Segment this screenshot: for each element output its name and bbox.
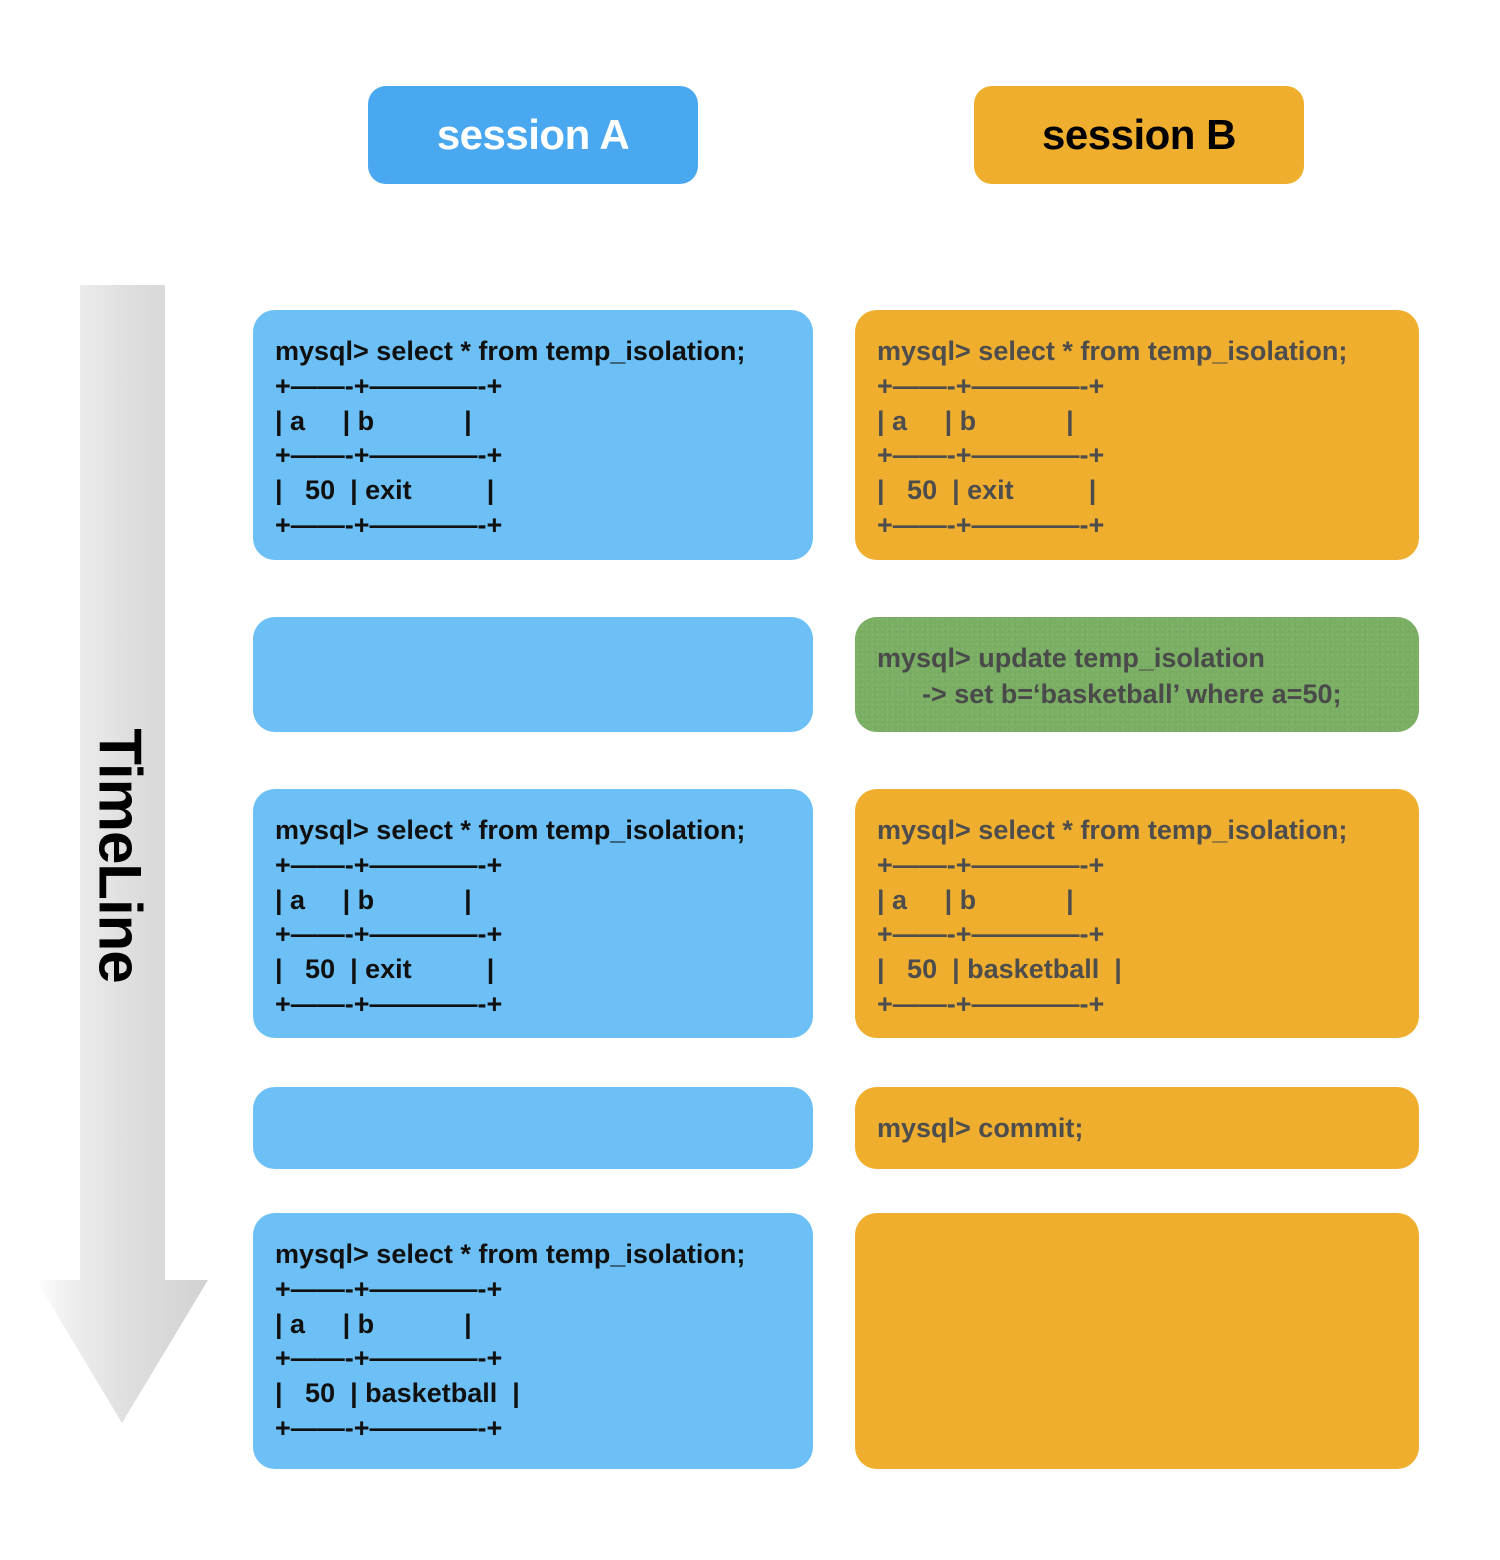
session-b-step-3-text: mysql> select * from temp_isolation; +——… [877,815,1348,1020]
session-a-step-5: mysql> select * from temp_isolation; +——… [253,1213,813,1469]
session-b-header: session B [974,86,1304,184]
session-b-step-2-update: mysql> update temp_isolation -> set b=‘b… [855,617,1419,732]
session-a-step-3: mysql> select * from temp_isolation; +——… [253,789,813,1038]
session-b-step-5 [855,1213,1419,1469]
session-a-step-2 [253,617,813,732]
session-a-step-5-text: mysql> select * from temp_isolation; +——… [275,1239,746,1444]
session-b-step-3: mysql> select * from temp_isolation; +——… [855,789,1419,1038]
session-b-header-label: session B [1042,111,1236,158]
session-b-step-4-text: mysql> commit; [877,1113,1084,1143]
session-b-step-1: mysql> select * from temp_isolation; +——… [855,310,1419,560]
timeline-arrow [30,285,210,1425]
session-a-step-1-text: mysql> select * from temp_isolation; +——… [275,336,746,541]
session-a-step-1: mysql> select * from temp_isolation; +——… [253,310,813,560]
session-a-header-label: session A [436,111,630,158]
session-b-step-4-commit: mysql> commit; [855,1087,1419,1169]
session-b-step-2-text: mysql> update temp_isolation -> set b=‘b… [877,643,1342,709]
session-a-header: session A [368,86,698,184]
session-a-step-4 [253,1087,813,1169]
session-a-step-3-text: mysql> select * from temp_isolation; +——… [275,815,746,1020]
session-b-step-1-text: mysql> select * from temp_isolation; +——… [877,336,1348,541]
